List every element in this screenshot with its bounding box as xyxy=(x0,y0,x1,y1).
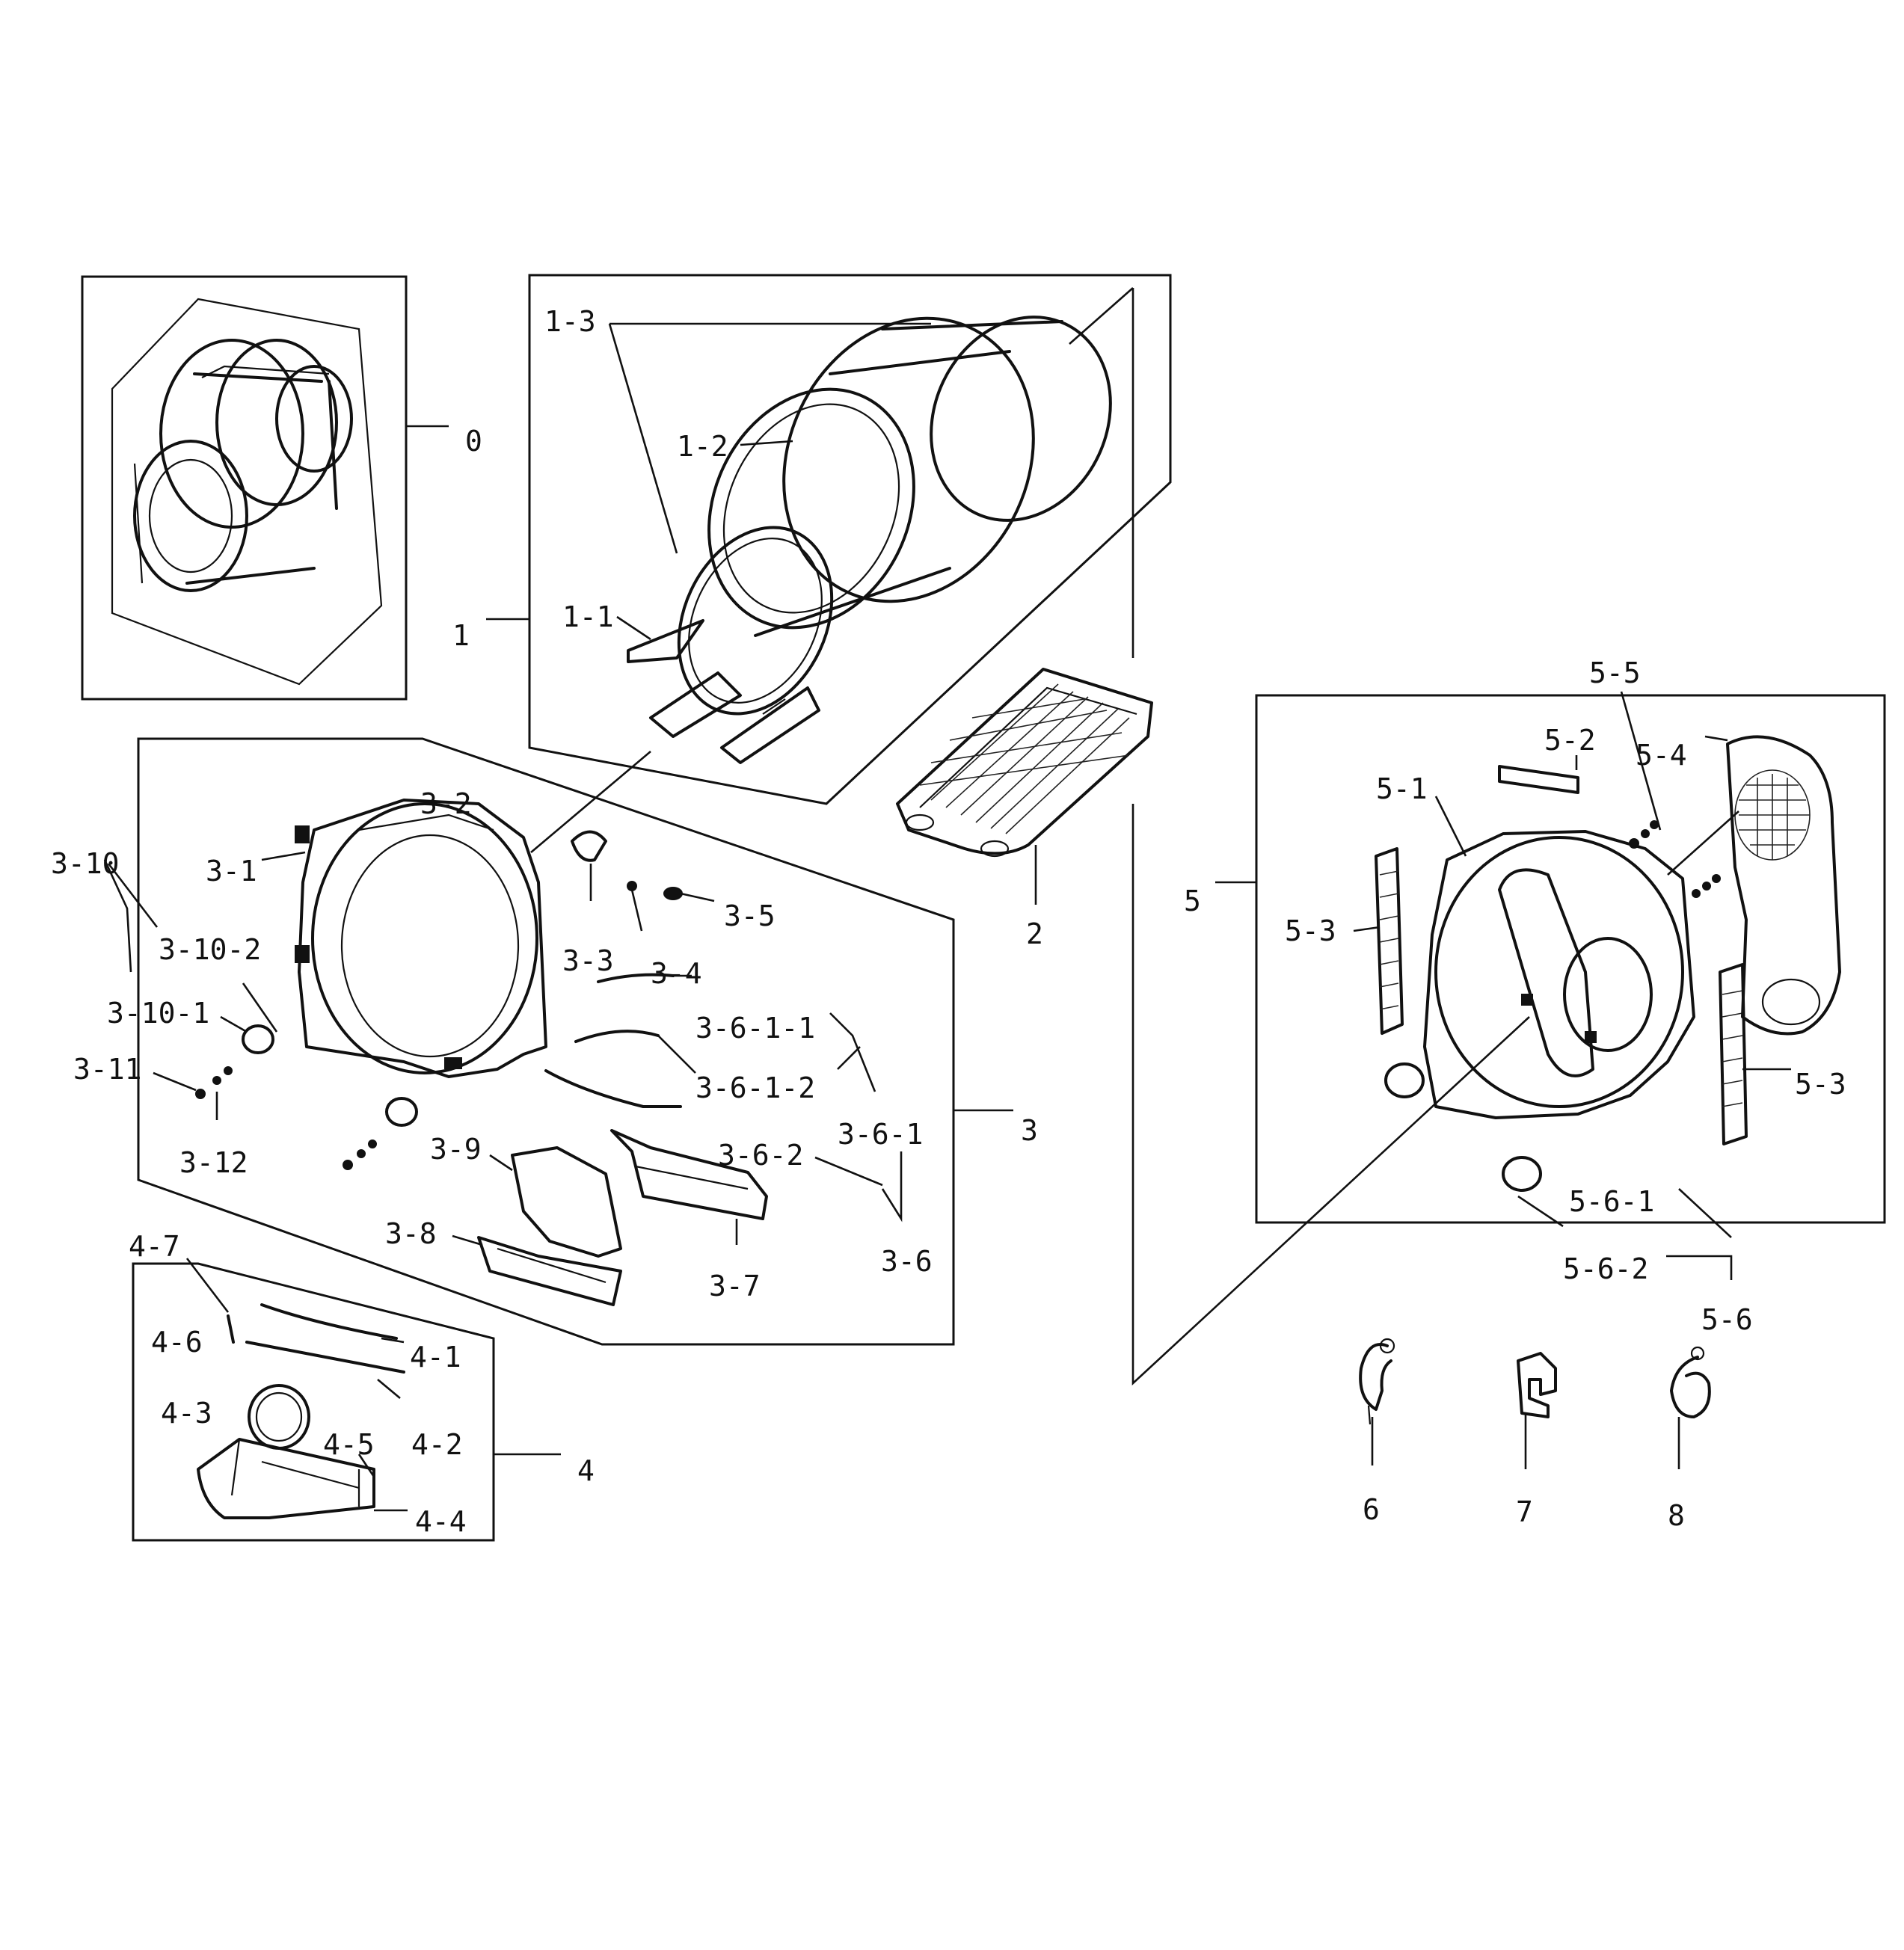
part-label-3-7: 3-7 xyxy=(709,1270,761,1302)
leader-3-6-1-2 xyxy=(657,1035,696,1074)
part-label-3-9: 3-9 xyxy=(430,1133,482,1166)
part-label-5-1: 5-1 xyxy=(1376,772,1428,805)
part-label-3-6-1: 3-6-1 xyxy=(838,1118,923,1151)
wire-clamp-8-illustration xyxy=(1670,1346,1711,1418)
part-label-8: 8 xyxy=(1668,1499,1685,1532)
part-label-3-2: 3-2 xyxy=(420,787,472,820)
part-label-5-2: 5-2 xyxy=(1544,724,1596,757)
part-label-1-2: 1-2 xyxy=(677,430,728,463)
part-label-4-7: 4-7 xyxy=(129,1230,180,1263)
part-label-5-3b: 5-3 xyxy=(1795,1068,1846,1101)
part-label-3-4: 3-4 xyxy=(651,957,702,990)
part-label-4-2: 4-2 xyxy=(411,1428,463,1461)
leader-3-8 xyxy=(452,1234,483,1246)
part-label-3-6-1-1: 3-6-1-1 xyxy=(695,1012,815,1045)
leader-5-6-2 xyxy=(1666,1255,1733,1280)
leader-5-6-1 xyxy=(1517,1195,1564,1228)
part-label-5-4: 5-4 xyxy=(1636,739,1687,772)
part-label-3-8: 3-8 xyxy=(385,1217,437,1250)
drum-assembly-illustration xyxy=(111,298,383,686)
group-0-frame xyxy=(81,275,408,701)
part-label-5-6: 5-6 xyxy=(1701,1303,1753,1336)
part-label-3: 3 xyxy=(1021,1114,1038,1147)
part-label-3-10-1: 3-10-1 xyxy=(107,997,209,1030)
group-1-frame xyxy=(528,274,1172,805)
part-label-5-6-2: 5-6-2 xyxy=(1563,1252,1648,1285)
leader-1-1 xyxy=(616,615,651,641)
leader-3-5 xyxy=(680,892,715,902)
leader-3-9 xyxy=(489,1154,513,1172)
part-label-4-5: 4-5 xyxy=(323,1428,375,1461)
part-label-4: 4 xyxy=(577,1454,595,1487)
part-label-6: 6 xyxy=(1363,1493,1380,1526)
part-label-5-6-1: 5-6-1 xyxy=(1569,1185,1654,1218)
leader-5-1 xyxy=(1434,796,1467,857)
hose-clip-6-illustration xyxy=(1359,1338,1395,1425)
part-label-3-6-2: 3-6-2 xyxy=(718,1139,803,1172)
part-label-3-5: 3-5 xyxy=(724,899,776,932)
group-5-frame xyxy=(1255,694,1886,1224)
leader-3-1 xyxy=(261,851,306,861)
leader-4-7 xyxy=(185,1258,230,1313)
front-panel-illustration xyxy=(195,799,768,1306)
leader-3-6 xyxy=(881,1151,903,1222)
bracket-7-illustration xyxy=(1517,1352,1557,1418)
leader-4-5 xyxy=(357,1454,375,1477)
lint-filter-illustration xyxy=(896,668,1153,858)
leader-5-3a xyxy=(1353,926,1381,932)
leader-3-10-1 xyxy=(220,1015,248,1033)
part-label-2: 2 xyxy=(1026,917,1043,950)
part-label-0: 0 xyxy=(465,425,482,458)
group-3-frame xyxy=(137,737,955,1346)
leader-3-10 xyxy=(103,859,132,973)
part-label-3-3: 3-3 xyxy=(562,944,614,977)
part-label-4-4: 4-4 xyxy=(415,1505,467,1538)
part-label-3-10-2: 3-10-2 xyxy=(159,933,261,966)
duct-parts-illustration xyxy=(197,1303,405,1519)
leader-loose-parts xyxy=(1131,804,1530,1385)
part-label-3-10: 3-10 xyxy=(51,847,120,880)
part-label-4-6: 4-6 xyxy=(151,1326,203,1359)
part-label-4-1: 4-1 xyxy=(410,1341,461,1374)
drum-parts-illustration xyxy=(627,316,1112,764)
leader-5-5 xyxy=(1620,691,1662,831)
leader-4-2 xyxy=(377,1379,401,1399)
part-label-3-11: 3-11 xyxy=(73,1053,142,1086)
leader-3-6-2 xyxy=(814,1156,883,1187)
part-label-5: 5 xyxy=(1184,885,1201,917)
part-label-5-3a: 5-3 xyxy=(1285,914,1336,947)
leader-3-4 xyxy=(630,889,643,932)
part-label-1: 1 xyxy=(452,619,470,652)
group-4-frame xyxy=(132,1262,495,1542)
part-label-5-5: 5-5 xyxy=(1589,656,1641,689)
part-label-1-3: 1-3 xyxy=(544,305,596,338)
part-label-3-12: 3-12 xyxy=(179,1146,248,1179)
part-label-7: 7 xyxy=(1516,1495,1533,1528)
part-label-3-1: 3-1 xyxy=(206,855,257,888)
leader-1-2 xyxy=(740,440,793,446)
leader-3-10-2 xyxy=(242,982,278,1033)
part-label-1-1: 1-1 xyxy=(562,600,614,633)
part-label-3-6-1-2: 3-6-1-2 xyxy=(695,1071,815,1104)
leader-4-1 xyxy=(381,1337,405,1344)
leader-3-11 xyxy=(153,1071,197,1092)
part-label-4-3: 4-3 xyxy=(161,1397,212,1430)
part-label-3-6: 3-6 xyxy=(881,1245,933,1278)
rear-panel-illustration xyxy=(1375,735,1841,1192)
